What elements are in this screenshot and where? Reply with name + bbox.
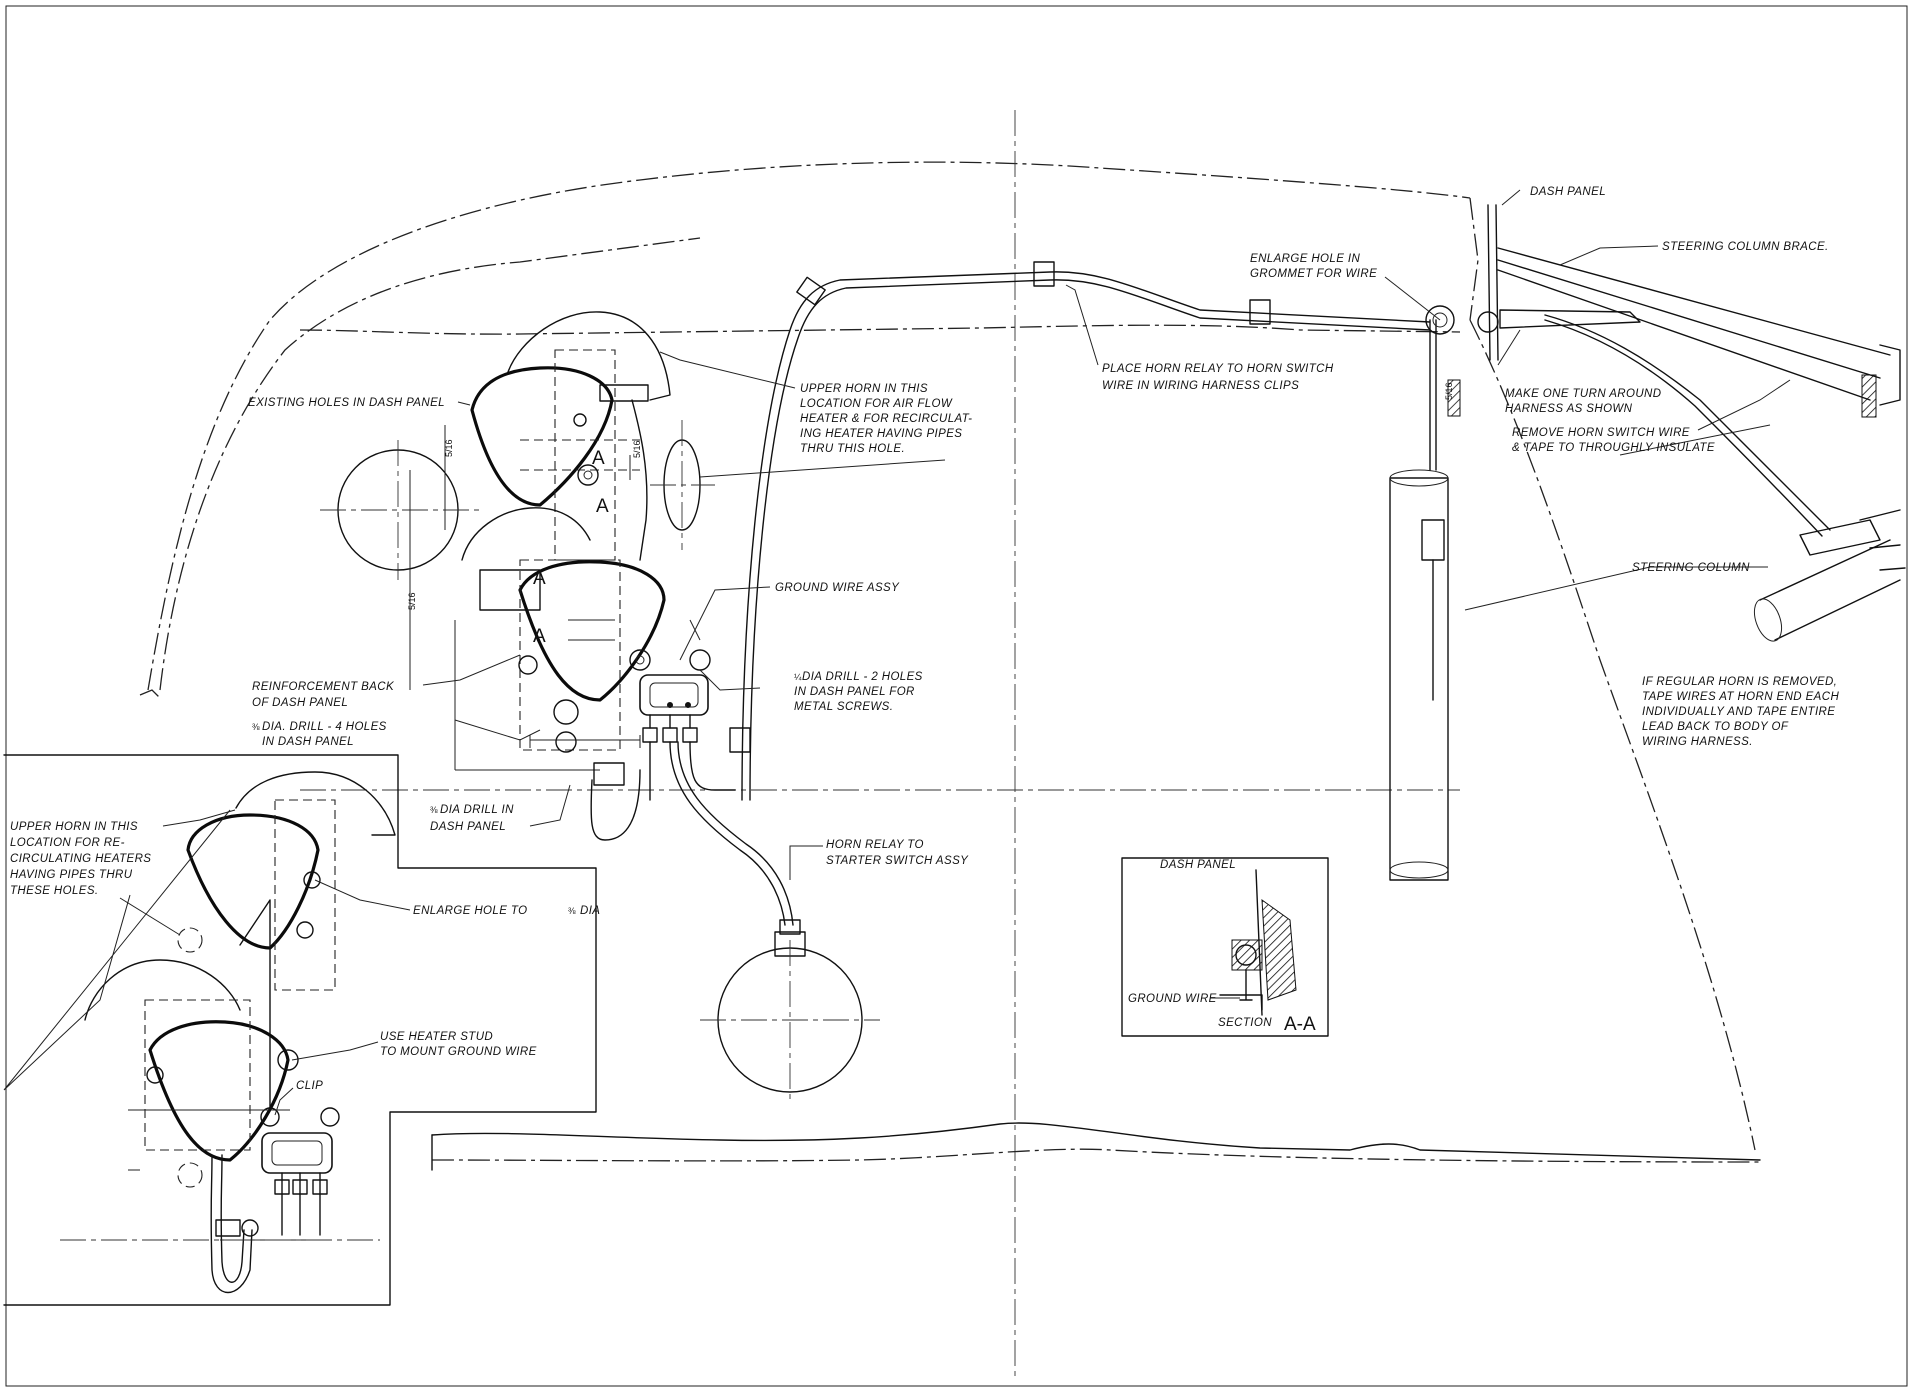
steering-column-brace bbox=[1487, 204, 1901, 418]
fraction-quarter: ¼ bbox=[794, 672, 802, 682]
label-regular-horn-1: IF REGULAR HORN IS REMOVED, bbox=[1642, 676, 1837, 688]
label-enlarge-dia-suffix: DIA bbox=[580, 905, 600, 917]
label-use-heater-stud-1: USE HEATER STUD bbox=[380, 1031, 493, 1043]
label-existing-holes: EXISTING HOLES IN DASH PANEL bbox=[248, 397, 445, 409]
label-place-horn-relay-1: PLACE HORN RELAY TO HORN SWITCH bbox=[1102, 363, 1334, 375]
label-upper-horn-1: UPPER HORN IN THIS bbox=[800, 383, 928, 395]
dim-fraction-2: 5/16 bbox=[444, 439, 454, 457]
harness-clip-2 bbox=[1033, 261, 1055, 287]
label-regular-horn-2: TAPE WIRES AT HORN END EACH bbox=[1642, 691, 1839, 703]
label-clip: CLIP bbox=[296, 1080, 323, 1092]
label-ground-wire: GROUND WIRE bbox=[1128, 993, 1217, 1005]
dimension-lines bbox=[409, 425, 701, 771]
sheet-border bbox=[5, 5, 1908, 1387]
label-dia-drill-in-2: DASH PANEL bbox=[430, 821, 506, 833]
label-reinforcement-1: REINFORCEMENT BACK bbox=[252, 681, 395, 693]
lower-horn-bell bbox=[518, 560, 666, 702]
steering-column-vertical bbox=[1389, 319, 1461, 881]
label-regular-horn-5: WIRING HARNESS. bbox=[1642, 736, 1753, 748]
dash-panel-outline bbox=[139, 161, 1756, 1151]
lower-horn-assembly bbox=[461, 507, 711, 751]
section-mark-a-1: A bbox=[592, 448, 605, 469]
label-inset-upper-horn-5: THESE HOLES. bbox=[10, 885, 99, 897]
label-regular-horn-4: LEAD BACK TO BODY OF bbox=[1642, 721, 1789, 733]
dim-fraction-1: 5/16 bbox=[632, 440, 642, 458]
horn-switch-connector bbox=[1421, 519, 1445, 561]
label-drill-2holes-2: IN DASH PANEL FOR bbox=[794, 686, 915, 698]
grommet bbox=[1425, 305, 1455, 335]
harness-clip-1 bbox=[796, 276, 826, 306]
dash-grommet bbox=[1477, 311, 1499, 333]
harness-clip-4 bbox=[729, 727, 751, 753]
annotations: DASH PANEL STEERING COLUMN BRACE. ENLARG… bbox=[10, 186, 1839, 1092]
label-section: SECTION bbox=[1218, 1017, 1272, 1029]
harness-clip-3 bbox=[1249, 299, 1271, 325]
steering-column-right bbox=[1544, 314, 1906, 642]
label-steering-column-brace: STEERING COLUMN BRACE. bbox=[1662, 241, 1829, 253]
horn-relay bbox=[590, 674, 794, 926]
label-drill-4holes-2: IN DASH PANEL bbox=[262, 736, 354, 748]
label-remove-horn-1: REMOVE HORN SWITCH WIRE bbox=[1512, 427, 1690, 439]
leader-lines bbox=[3, 189, 1791, 1116]
label-upper-horn-5: THRU THIS HOLE. bbox=[800, 443, 905, 455]
section-aa-detail bbox=[1121, 857, 1329, 1037]
label-make-one-turn-2: HARNESS AS SHOWN bbox=[1505, 403, 1633, 415]
section-mark-a-4: A bbox=[533, 626, 546, 647]
section-box bbox=[1121, 857, 1329, 1037]
label-place-horn-relay-2: WIRE IN WIRING HARNESS CLIPS bbox=[1102, 380, 1299, 392]
brace-clamp bbox=[1861, 374, 1877, 418]
label-section-letters: A-A bbox=[1284, 1014, 1316, 1035]
label-make-one-turn-1: MAKE ONE TURN AROUND bbox=[1505, 388, 1661, 400]
label-inset-upper-horn-3: CIRCULATING HEATERS bbox=[10, 853, 151, 865]
label-horn-relay-2: STARTER SWITCH ASSY bbox=[826, 855, 969, 867]
mounting-stud-4 bbox=[689, 649, 711, 671]
label-upper-horn-3: HEATER & FOR RECIRCULAT- bbox=[800, 413, 972, 425]
fraction-enlarge: ⅜ bbox=[568, 906, 576, 916]
label-enlarge-hole-1: ENLARGE HOLE IN bbox=[1250, 253, 1360, 265]
inset-relay-box bbox=[261, 1132, 333, 1174]
relay-clip bbox=[593, 762, 625, 786]
label-remove-horn-2: & TAPE TO THROUGHLY INSULATE bbox=[1512, 442, 1715, 454]
label-drill-2holes-3: METAL SCREWS. bbox=[794, 701, 893, 713]
inset-lower-horn-bell bbox=[148, 1020, 290, 1162]
floor-pan bbox=[431, 1122, 1761, 1171]
label-inset-upper-horn-2: LOCATION FOR RE- bbox=[10, 837, 125, 849]
section-mark-a-2: A bbox=[596, 496, 609, 517]
label-section-dash-panel: DASH PANEL bbox=[1160, 859, 1236, 871]
label-drill-2holes-1: DIA DRILL - 2 HOLES bbox=[802, 671, 923, 683]
wiring-harness bbox=[729, 261, 1499, 801]
label-upper-horn-4: ING HEATER HAVING PIPES bbox=[800, 428, 962, 440]
label-enlarge-hole-dia: ENLARGE HOLE TO bbox=[413, 905, 527, 917]
mounting-stud-1 bbox=[577, 464, 599, 486]
label-dash-panel: DASH PANEL bbox=[1530, 186, 1606, 198]
label-dia-drill-in-1: DIA DRILL IN bbox=[440, 804, 514, 816]
upper-horn-bell bbox=[470, 366, 614, 507]
label-ground-wire-assy: GROUND WIRE ASSY bbox=[775, 582, 900, 594]
inset-clip bbox=[215, 1219, 241, 1237]
label-regular-horn-3: INDIVIDUALLY AND TAPE ENTIRE bbox=[1642, 706, 1835, 718]
label-steering-column: STEERING COLUMN bbox=[1632, 562, 1750, 574]
label-reinforcement-2: OF DASH PANEL bbox=[252, 697, 348, 709]
mounting-stud-2 bbox=[518, 655, 538, 675]
upper-horn-assembly bbox=[470, 311, 671, 561]
inset-detail bbox=[3, 754, 597, 1306]
section-mark-a-3: A bbox=[533, 568, 546, 589]
label-upper-horn-2: LOCATION FOR AIR FLOW bbox=[800, 398, 953, 410]
label-use-heater-stud-2: TO MOUNT GROUND WIRE bbox=[380, 1046, 537, 1058]
dim-fraction-3: 5/16 bbox=[407, 592, 417, 610]
label-inset-upper-horn-4: HAVING PIPES THRU bbox=[10, 869, 133, 881]
fraction-three-eighths: ⅜ bbox=[252, 722, 260, 732]
mounting-stud-3 bbox=[629, 649, 651, 671]
label-inset-upper-horn-1: UPPER HORN IN THIS bbox=[10, 821, 138, 833]
fraction-three-eighths-hole: ⅜ bbox=[430, 805, 438, 815]
label-drill-4holes-1: DIA. DRILL - 4 HOLES bbox=[262, 721, 387, 733]
label-horn-relay-1: HORN RELAY TO bbox=[826, 839, 924, 851]
inset-upper-horn-bell bbox=[186, 813, 320, 950]
dim-fraction-4: 5/16 bbox=[1444, 382, 1454, 400]
horn-bell-round bbox=[700, 919, 880, 1100]
label-enlarge-hole-2: GROMMET FOR WIRE bbox=[1250, 268, 1377, 280]
